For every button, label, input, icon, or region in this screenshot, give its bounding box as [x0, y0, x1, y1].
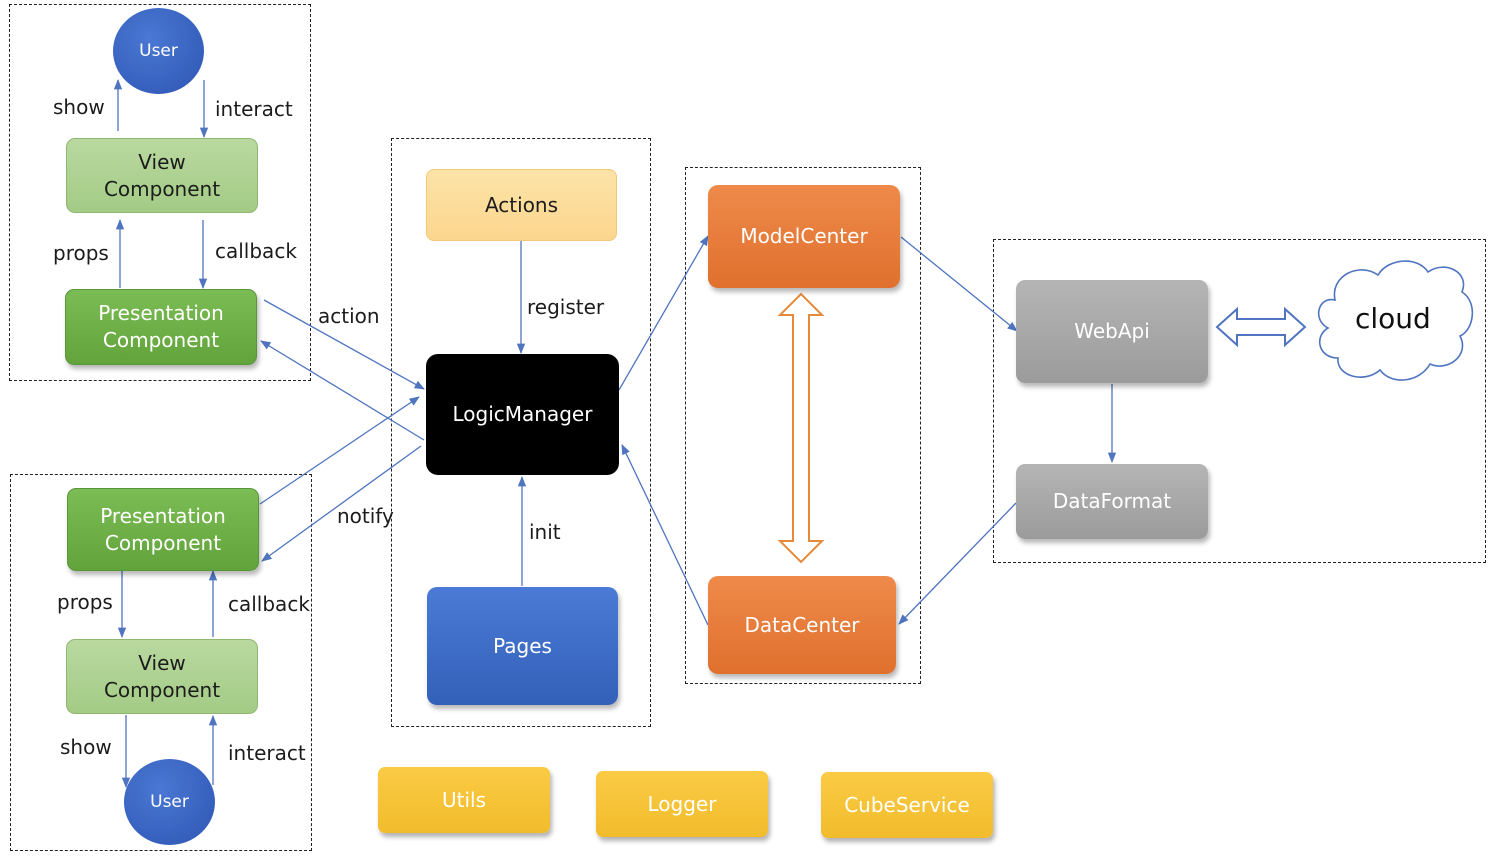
user-bottom-label: User: [150, 791, 189, 812]
edge-data-to-logic: [621, 444, 709, 626]
user-bottom-node: User: [124, 759, 215, 845]
actions-node: Actions: [426, 169, 617, 241]
edge-label-callback-top: callback: [215, 239, 297, 263]
user-top-node: User: [113, 8, 204, 94]
edge-label-init: init: [529, 520, 561, 544]
bottom-component-group: [10, 474, 312, 851]
logger-label: Logger: [647, 791, 717, 816]
edge-notify-top: [260, 340, 425, 441]
logic-manager-label: LogicManager: [452, 402, 593, 426]
user-top-label: User: [139, 40, 178, 61]
edge-label-interact-bottom: interact: [228, 741, 306, 765]
logic-manager-node: LogicManager: [426, 354, 619, 475]
data-center-node: DataCenter: [708, 576, 896, 674]
edge-logic-to-model: [618, 235, 709, 391]
utils-label: Utils: [441, 787, 486, 812]
pages-node: Pages: [427, 587, 618, 705]
edge-label-register: register: [527, 295, 605, 319]
edge-label-props-bottom: props: [57, 590, 113, 614]
web-api-label: WebApi: [1074, 319, 1150, 343]
data-center-label: DataCenter: [744, 612, 860, 637]
view-component-top-label: View Component: [103, 149, 221, 201]
model-data-double-arrow: [777, 292, 825, 564]
edge-action-top: [263, 299, 425, 390]
pages-label: Pages: [493, 633, 552, 658]
edge-label-show-bottom: show: [60, 735, 112, 759]
edge-dataformat-to-datacenter: [898, 502, 1017, 625]
view-component-top-node: View Component: [66, 138, 258, 213]
edge-action-bottom: [259, 396, 420, 505]
presentation-component-top-label: Presentation Component: [98, 301, 224, 352]
top-component-group: [9, 4, 311, 381]
data-format-node: DataFormat: [1016, 464, 1208, 539]
actions-label: Actions: [484, 192, 559, 217]
edge-label-interact-top: interact: [215, 97, 293, 121]
view-component-bottom-label: View Component: [103, 650, 221, 702]
cube-service-node: CubeService: [821, 772, 993, 838]
edge-label-notify: notify: [337, 504, 394, 528]
model-center-label: ModelCenter: [740, 224, 868, 248]
utils-node: Utils: [378, 767, 550, 833]
logger-node: Logger: [596, 771, 768, 837]
data-format-label: DataFormat: [1052, 489, 1172, 513]
presentation-component-bottom-node: Presentation Component: [67, 488, 259, 571]
cloud-label: cloud: [1355, 302, 1431, 335]
web-api-node: WebApi: [1016, 280, 1208, 383]
webapi-cloud-double-arrow: [1215, 306, 1307, 348]
model-center-node: ModelCenter: [708, 185, 900, 288]
presentation-component-top-node: Presentation Component: [65, 289, 257, 365]
data-group: [685, 167, 921, 684]
cloud-shape: [1317, 260, 1474, 381]
edge-notify-bottom: [261, 445, 422, 562]
edge-label-action: action: [318, 304, 380, 328]
edge-label-callback-bottom: callback: [228, 592, 310, 616]
edge-model-to-webapi: [900, 236, 1018, 332]
edge-label-show-top: show: [53, 95, 105, 119]
logic-group: [391, 138, 651, 727]
edge-label-props-top: props: [53, 241, 109, 265]
cube-service-label: CubeService: [844, 792, 970, 817]
view-component-bottom-node: View Component: [66, 639, 258, 714]
presentation-component-bottom-label: Presentation Component: [100, 503, 226, 555]
service-group: [993, 239, 1486, 563]
